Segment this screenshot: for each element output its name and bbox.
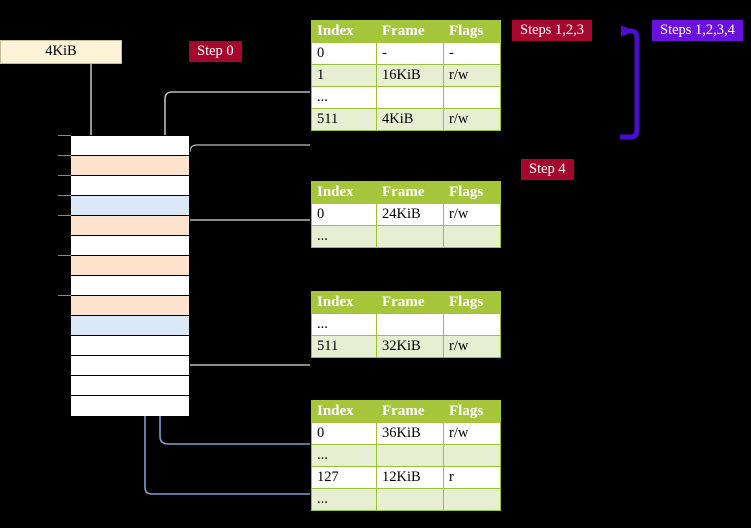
memory-frame-row (71, 256, 189, 276)
cell-frame: 32KiB (376, 335, 444, 358)
cell-flags: - (443, 42, 501, 65)
physical-memory-column (70, 135, 190, 416)
table-row: 0-- (311, 42, 501, 65)
cell-frame (376, 225, 444, 248)
cell-flags (443, 488, 501, 511)
badge-steps-1-2-3: Steps 1,2,3 (512, 20, 593, 41)
wire-pdpt-to-memory (182, 219, 310, 252)
cell-flags: r/w (443, 422, 501, 445)
cell-flags: r/w (443, 335, 501, 358)
memory-tick (58, 295, 71, 296)
column-header-index: Index (311, 20, 377, 43)
memory-tick (58, 215, 71, 216)
column-header-index: Index (311, 181, 377, 204)
cell-frame (376, 444, 444, 467)
table-row: ... (311, 86, 501, 109)
cell-index: ... (311, 225, 377, 248)
memory-frame-row (71, 196, 189, 216)
column-header-index: Index (311, 291, 377, 314)
cell-index: 0 (311, 203, 377, 226)
memory-frame-row (71, 396, 189, 416)
cell-index: ... (311, 313, 377, 336)
cell-frame: 4KiB (376, 108, 444, 131)
cell-index: ... (311, 86, 377, 109)
badge-step-4: Step 4 (521, 159, 574, 180)
cell-index: 0 (311, 42, 377, 65)
cell-frame: 24KiB (376, 203, 444, 226)
table-row: ... (311, 225, 501, 248)
cell-index: 1 (311, 64, 377, 87)
cell-flags: r/w (443, 108, 501, 131)
memory-tick (58, 135, 71, 136)
column-header-flags: Flags (443, 291, 501, 314)
cell-frame (376, 313, 444, 336)
cell-frame (376, 86, 444, 109)
cell-index: ... (311, 444, 377, 467)
table-row: ... (311, 313, 501, 336)
memory-tick (58, 195, 71, 196)
column-header-frame: Frame (376, 181, 444, 204)
cell-index: ... (311, 488, 377, 511)
memory-frame-row (71, 176, 189, 196)
cell-flags (443, 313, 501, 336)
memory-frame-row (71, 156, 189, 176)
steps-bracket-arrow (620, 25, 640, 140)
memory-frame-row (71, 216, 189, 236)
cell-index: 0 (311, 422, 377, 445)
cell-flags: r (443, 466, 501, 489)
cell-frame: 36KiB (376, 422, 444, 445)
memory-frame-row (71, 276, 189, 296)
column-header-index: Index (311, 400, 377, 423)
cell-flags: r/w (443, 64, 501, 87)
memory-frame-row (71, 316, 189, 336)
column-header-flags: Flags (443, 20, 501, 43)
badge-steps-1-2-3-4: Steps 1,2,3,4 (652, 20, 743, 41)
table-row: ... (311, 444, 501, 467)
column-header-frame: Frame (376, 20, 444, 43)
table-row: ... (311, 488, 501, 511)
column-header-frame: Frame (376, 400, 444, 423)
cell-flags: r/w (443, 203, 501, 226)
cell-index: 511 (311, 335, 377, 358)
badge-step-0: Step 0 (189, 41, 242, 62)
memory-frame-row (71, 376, 189, 396)
column-header-frame: Frame (376, 291, 444, 314)
memory-tick (58, 175, 71, 176)
cell-frame (376, 488, 444, 511)
cell-frame: - (376, 42, 444, 65)
cell-flags (443, 86, 501, 109)
column-header-flags: Flags (443, 400, 501, 423)
memory-frame-row (71, 236, 189, 256)
wire-pd-to-memory (180, 322, 310, 366)
memory-tick (58, 155, 71, 156)
cell-index: 511 (311, 108, 377, 131)
memory-frame-row (71, 336, 189, 356)
memory-frame-row (71, 356, 189, 376)
column-header-flags: Flags (443, 181, 501, 204)
memory-size-label: 4KiB (0, 40, 122, 64)
cell-frame: 16KiB (376, 64, 444, 87)
memory-frame-row (71, 136, 189, 156)
wire-pml4-row1-tick (189, 144, 310, 153)
memory-tick (58, 255, 71, 256)
memory-frame-row (71, 296, 189, 316)
cell-frame: 12KiB (376, 466, 444, 489)
cell-flags (443, 444, 501, 467)
cell-index: 127 (311, 466, 377, 489)
cell-flags (443, 225, 501, 248)
